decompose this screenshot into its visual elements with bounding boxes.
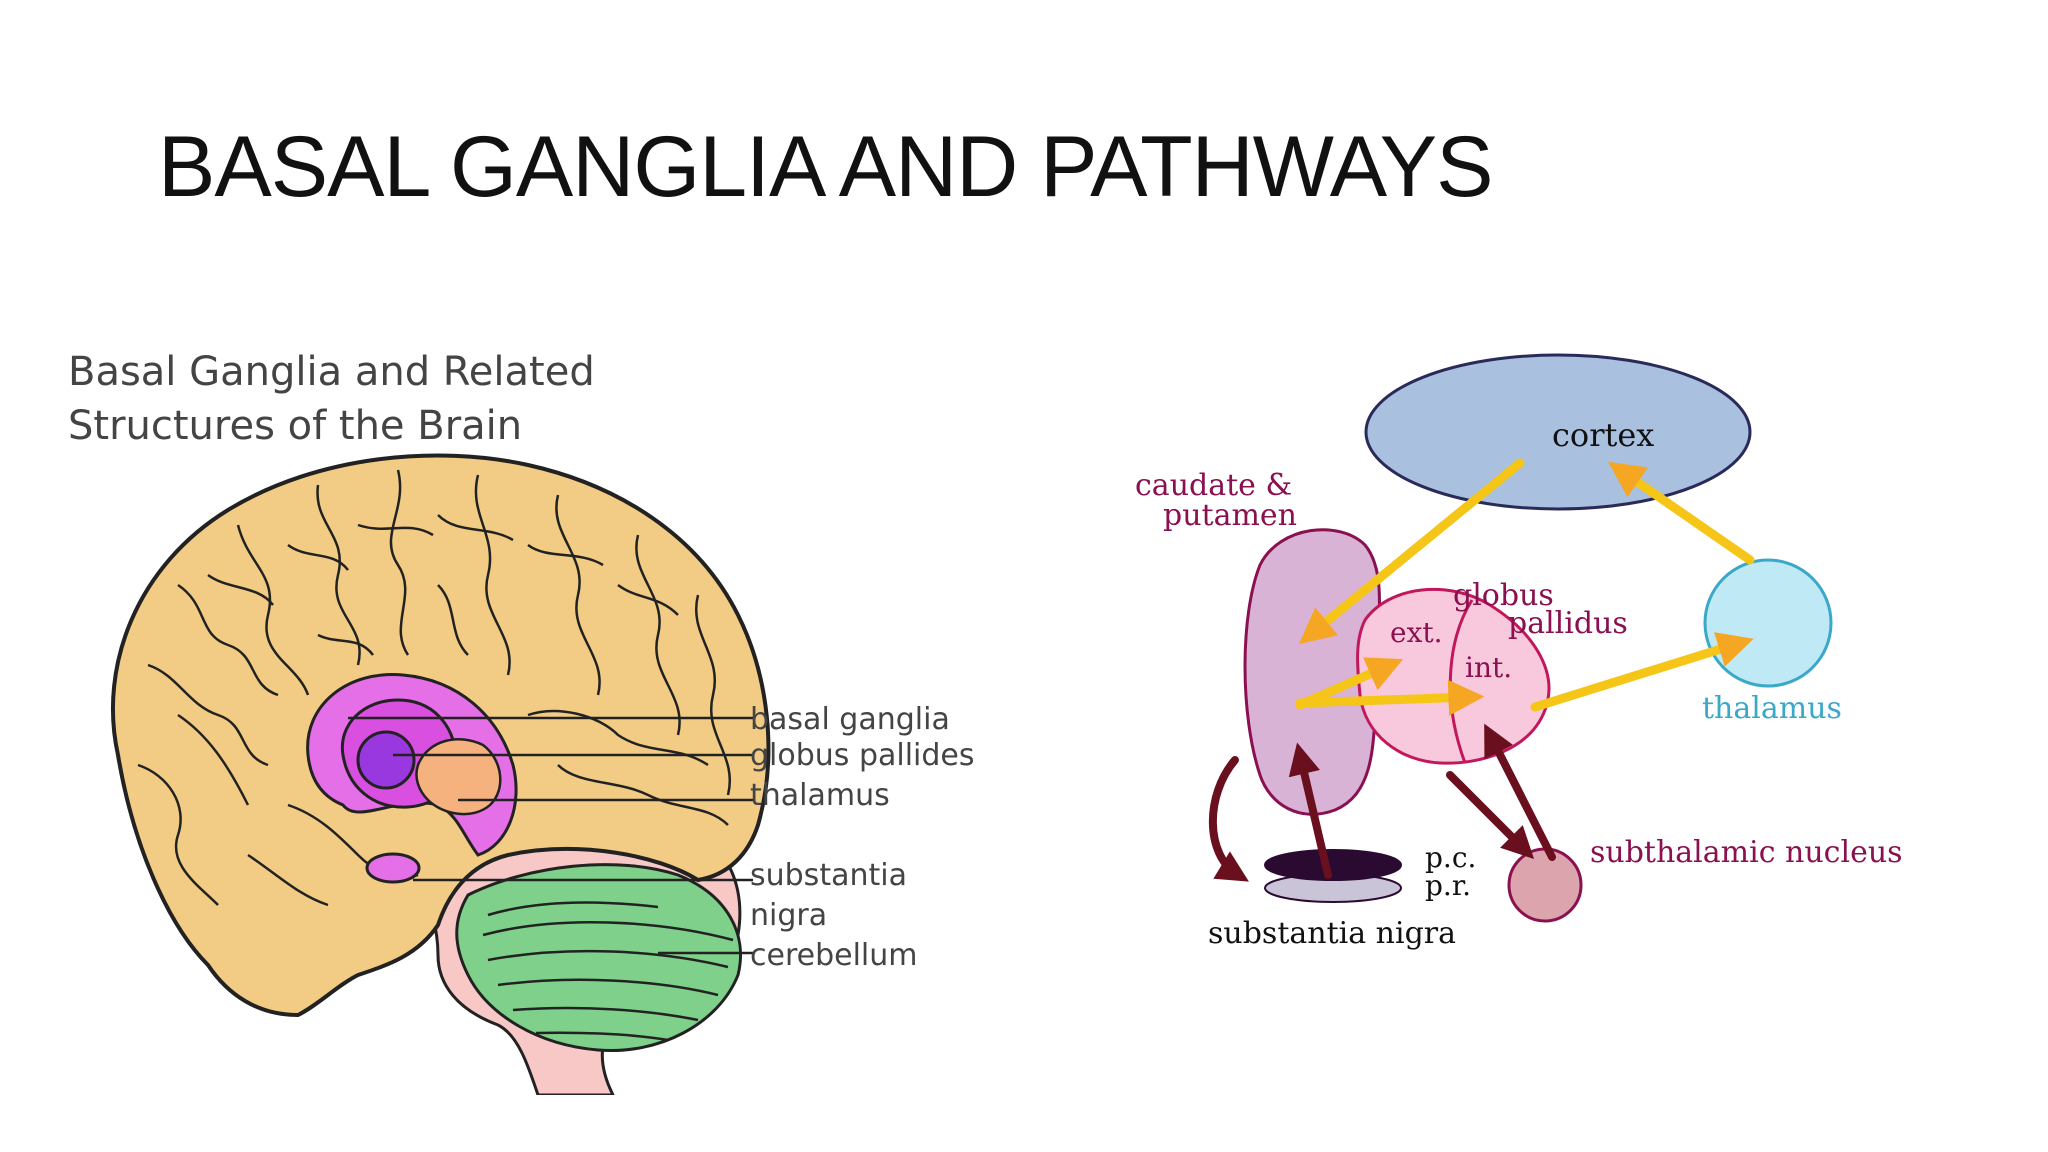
substantia-nigra-shape [365, 852, 421, 884]
thalamus-node [1703, 558, 1833, 688]
globus-pallidus-divider [1448, 599, 1474, 764]
slide-title: BASAL GANGLIA AND PATHWAYS [158, 119, 1493, 215]
label-nigra: nigra [750, 898, 827, 933]
thalamus-shape [415, 738, 502, 816]
cerebellum-shape [455, 863, 742, 1053]
label-globus-pallides: globus pallides [750, 738, 975, 773]
brain-figure-heading-line1: Basal Ganglia and Related [68, 349, 595, 395]
globus-label-line2: pallidus [1508, 606, 1628, 641]
globus-pallidus-node [1356, 587, 1551, 765]
brain-leader-lines [348, 716, 753, 955]
arrow-striatum-to-sn [1208, 756, 1249, 882]
arrow-sn-to-striatum [1288, 742, 1332, 879]
cortex-sulci [137, 469, 731, 907]
arrow-stn-to-gpi [1484, 723, 1556, 861]
brain-figure-heading-line2: Structures of the Brain [68, 403, 522, 449]
globus-int-label: int. [1465, 651, 1512, 684]
substantia-nigra-pc [1264, 849, 1402, 881]
sn-pr-label: p.r. [1425, 869, 1471, 902]
arrow-gpe-to-stn [1446, 771, 1535, 860]
globus-label-line1: globus [1453, 578, 1554, 613]
globus-ext-label: ext. [1390, 616, 1443, 649]
cortex-label: cortex [1552, 416, 1654, 454]
nigral-and-subthalamic-arrows [1208, 723, 1556, 882]
excitatory-arrows [1295, 458, 1755, 716]
caudate-label-line2: putamen [1163, 498, 1297, 533]
label-thalamus: thalamus [750, 778, 890, 813]
arrow-gpi-to-thalamus [1530, 632, 1754, 712]
caudate-label-line1: caudate & [1135, 468, 1292, 503]
sn-pc-label: p.c. [1425, 841, 1476, 874]
subthalamic-nucleus-node [1507, 847, 1583, 923]
substantia-nigra-label: substantia nigra [1208, 916, 1456, 951]
brain-diagram: Basal Ganglia and Related Structures of … [68, 349, 975, 1095]
thalamus-label: thalamus [1702, 691, 1842, 726]
label-cerebellum: cerebellum [750, 938, 918, 973]
pathway-diagram: cortex caudate & putamen globus pallidus… [1135, 353, 1903, 951]
cortex-node [1364, 353, 1752, 511]
label-basal-ganglia: basal ganglia [750, 702, 950, 737]
label-substantia: substantia [750, 858, 907, 893]
arrow-thalamus-to-cortex [1608, 461, 1755, 565]
basal-ganglia-pathway-figure: cortex caudate & putamen globus pallidus… [1120, 335, 1940, 975]
brain-anatomy-figure: Basal Ganglia and Related Structures of … [58, 335, 998, 1095]
cerebellum-folia [482, 901, 734, 1042]
arrow-striatum-to-gpi [1295, 679, 1485, 716]
arrow-cortex-to-striatum [1298, 458, 1525, 645]
subthalamic-nucleus-label: subthalamic nucleus [1590, 835, 1903, 870]
basal-ganglia-core [356, 730, 416, 790]
